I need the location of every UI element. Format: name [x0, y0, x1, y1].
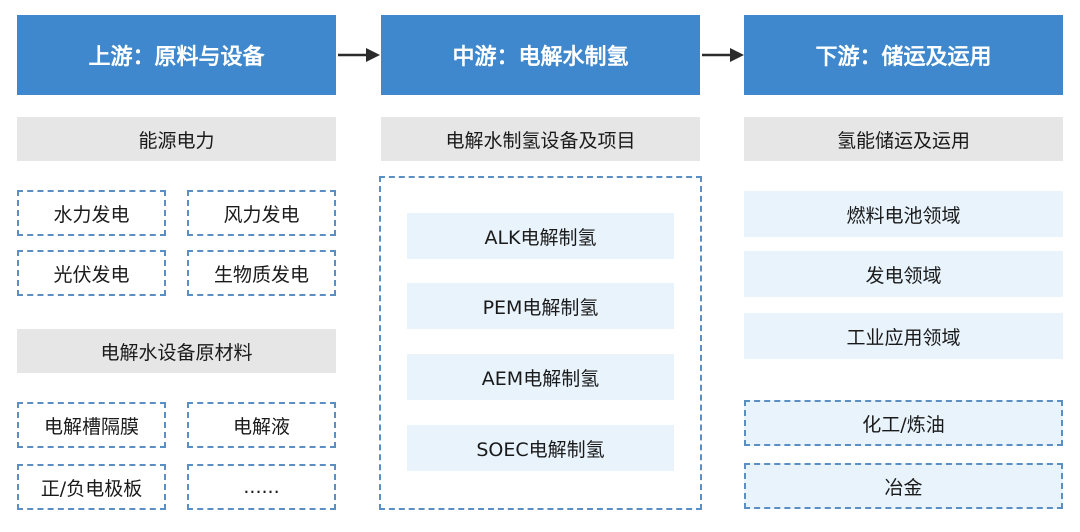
arrow-right-icon — [702, 48, 744, 62]
application-item: 发电领域 — [744, 251, 1063, 297]
materials-section-header: 电解水设备原材料 — [17, 329, 336, 373]
industry-sub-item: 冶金 — [744, 463, 1063, 509]
downstream-header: 下游：储运及运用 — [744, 15, 1063, 95]
industry-sub-item: 化工/炼油 — [744, 400, 1063, 446]
electrolysis-item: SOEC电解制氢 — [407, 425, 674, 471]
energy-item: 光伏发电 — [17, 250, 166, 296]
energy-item: 生物质发电 — [187, 250, 336, 296]
material-item: ...... — [187, 464, 336, 510]
energy-item: 风力发电 — [187, 190, 336, 236]
arrow-right-icon — [338, 48, 380, 62]
application-item: 工业应用领域 — [744, 313, 1063, 359]
material-item: 正/负电极板 — [17, 464, 166, 510]
electrolysis-item: ALK电解制氢 — [407, 213, 674, 259]
electrolysis-item: PEM电解制氢 — [407, 283, 674, 329]
midstream-header: 中游：电解水制氢 — [381, 15, 700, 95]
electrolysis-item: AEM电解制氢 — [407, 354, 674, 400]
upstream-header: 上游：原料与设备 — [17, 15, 336, 95]
energy-section-header: 能源电力 — [17, 117, 336, 161]
application-item: 燃料电池领域 — [744, 191, 1063, 237]
midstream-section-header: 电解水制氢设备及项目 — [381, 117, 700, 161]
material-item: 电解液 — [187, 402, 336, 448]
downstream-section-header: 氢能储运及运用 — [744, 117, 1063, 161]
material-item: 电解槽隔膜 — [17, 402, 166, 448]
energy-item: 水力发电 — [17, 190, 166, 236]
